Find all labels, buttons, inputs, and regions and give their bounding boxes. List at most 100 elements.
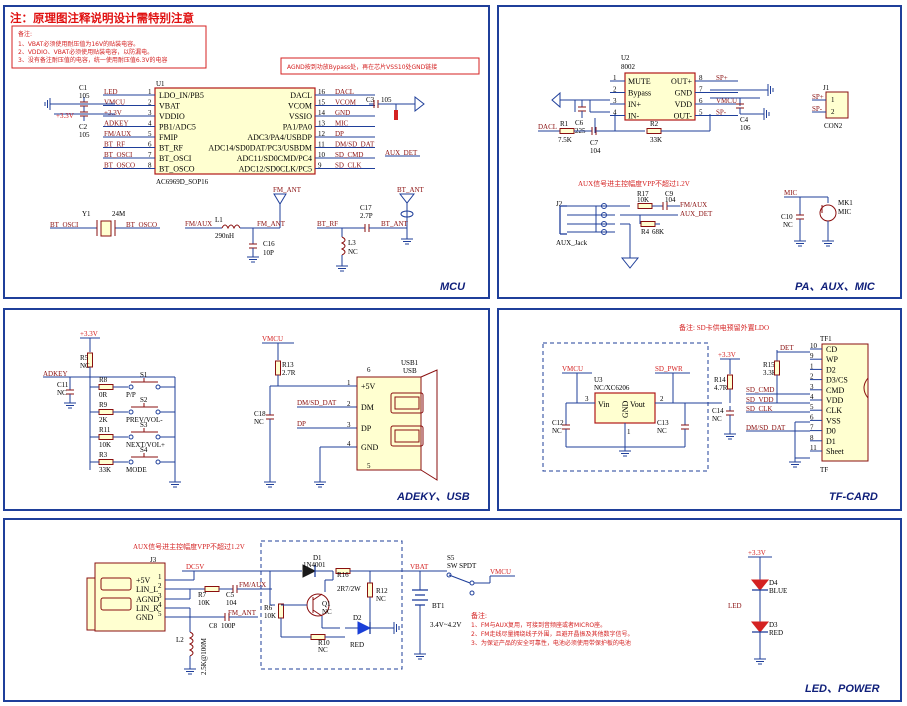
c3-val: 105 <box>381 96 392 104</box>
d4-ref: D4 <box>769 579 778 587</box>
tf-vmcu: VMCU <box>562 365 583 373</box>
c12-val: NC <box>552 427 562 435</box>
d4-symbol <box>750 579 770 591</box>
tf-sd-pwr: SD_PWR <box>655 365 683 373</box>
u1-pin-name: FMIP <box>159 133 178 142</box>
adkey-buttons: R80RS1P/PR92KS2PREV/VOL-R1110KS3NEXT/VOL… <box>90 371 175 474</box>
adkey-key-name: P/P <box>126 391 136 399</box>
aux-jack: AUX_Jack <box>556 239 588 247</box>
u1-pin-num: 8 <box>148 162 152 170</box>
y1-ref: Y1 <box>82 210 91 218</box>
fm-ant-top: FM_ANT <box>273 186 302 194</box>
u1-net: DACL <box>335 88 354 96</box>
tf-net-vdd: SD_VDD <box>746 396 774 404</box>
u1-pin-name: PB1/ADC5 <box>159 123 196 132</box>
agnd-note: AGND按到功放Bypass处，再在芯片VSS10处GND链接 <box>287 63 437 71</box>
c6-ref: C6 <box>575 119 584 127</box>
j3-pin-num: 1 <box>158 573 162 581</box>
tf-det: DET <box>780 344 794 352</box>
u2-pin-num: 2 <box>613 86 617 94</box>
usb-pin-name: +5V <box>361 382 376 391</box>
header-notes-box <box>11 25 207 69</box>
u3-ref: U3 <box>594 376 603 384</box>
u1-pin-num: 9 <box>318 162 322 170</box>
j3-pin-name: LIN_L <box>136 585 158 594</box>
y1-net-left: BT_OSCI <box>50 221 79 229</box>
power-note-3: 3、为保证产品的安全可靠性，电池必须使用带保护板的电池 <box>471 639 631 647</box>
l1-val: 290nH <box>215 232 234 240</box>
c4-ref: C4 <box>740 116 749 124</box>
usb-pin-num: 3 <box>347 421 351 429</box>
r4-ref: R4 <box>641 228 650 236</box>
u1-net: BT_OSCO <box>104 162 135 170</box>
r16-ref: R16 <box>337 571 349 579</box>
l3-val: NC <box>348 248 358 256</box>
j3-pin-name: LIN_R <box>136 604 159 613</box>
u2-net: SP- <box>716 109 727 117</box>
usb-shield-bottom: 5 <box>367 462 371 470</box>
j1-sp-plus: SP+ <box>812 93 824 101</box>
u1-net: LED <box>104 88 118 96</box>
tf1-pin-num: 10 <box>810 342 818 350</box>
c10-ref: C10 <box>781 213 793 221</box>
r13-ref: R13 <box>282 361 294 369</box>
pa-aux-fm: FM/AUX <box>680 201 707 209</box>
adkey-r-ref: R11 <box>99 426 111 434</box>
d3-ref: D3 <box>769 621 778 629</box>
tf1-pin-num: 11 <box>810 444 817 452</box>
adkey-key-name: MODE <box>126 466 147 474</box>
u1-pin-num: 15 <box>318 99 326 107</box>
l1-ref: L1 <box>215 216 223 224</box>
power-notes-head: 备注: <box>471 611 487 620</box>
d2-ref: D2 <box>353 614 362 622</box>
adkey-key-name: PREV/VOL- <box>126 416 163 424</box>
u1-pin-num: 14 <box>318 109 326 117</box>
s5-ref: S5 <box>447 554 455 562</box>
adkey-s-ref: S2 <box>140 396 148 404</box>
c10-val: NC <box>783 221 793 229</box>
tf1-pin-name: VSS <box>826 416 841 425</box>
frame-adkey <box>3 308 490 511</box>
adkey-r-ref: R9 <box>99 401 108 409</box>
led-net: LED <box>728 602 742 610</box>
c1-ref: C1 <box>79 84 88 92</box>
c14-ref: C14 <box>712 407 724 415</box>
tf-net-dat: DM/SD_DAT <box>746 424 786 432</box>
r10-ref: R10 <box>318 639 330 647</box>
c12-ref: C12 <box>552 419 564 427</box>
u3-pin1: 1 <box>627 428 631 436</box>
r15-ref: R15 <box>763 361 775 369</box>
j1-pin2: 2 <box>831 108 835 116</box>
adkey-resistor <box>98 384 114 390</box>
r10-val: NC <box>318 646 328 654</box>
tf1-pin-name: D3/CS <box>826 376 848 385</box>
mk1-name: MIC <box>838 208 852 216</box>
c8-val: 100P <box>221 622 236 630</box>
bt1-ref: BT1 <box>432 602 445 610</box>
u1-net: BT_RF <box>104 141 125 149</box>
usb-pin-name: DM <box>361 403 374 412</box>
u2-pin-name: OUT- <box>674 112 693 121</box>
tf1-pin-num: 5 <box>810 403 814 411</box>
header-note-1: 1、VBAT必须使用耐压值为16V的贴装电容。 <box>18 40 139 48</box>
c9-ref: C9 <box>665 190 674 198</box>
usb-shield-top: 6 <box>367 366 371 374</box>
power-fm-ant: FM_ANT <box>228 609 257 617</box>
adkey-net: ADKEY <box>43 370 68 378</box>
u2-pin-name: GND <box>675 89 693 98</box>
r12-val: NC <box>376 595 386 603</box>
d2-val: RED <box>350 641 364 649</box>
tf1-pin-name: D2 <box>826 365 836 374</box>
section-pa: PA、AUX、MIC <box>795 281 876 293</box>
y1-net-right: BT_OSCO <box>126 221 157 229</box>
u3-vout: Vout <box>630 400 646 409</box>
j3-ref: J3 <box>150 556 157 564</box>
u2-pin-num: 6 <box>699 97 703 105</box>
tf1-pin-name: VDD <box>826 396 844 405</box>
u1-net: GND <box>335 109 350 117</box>
j1-pin1: 1 <box>831 96 835 104</box>
j1-part: CON2 <box>824 122 843 130</box>
u2-pin-name: VDD <box>675 100 693 109</box>
u1-pin-name: VSSIO <box>289 112 312 121</box>
frame-pa <box>497 5 902 299</box>
